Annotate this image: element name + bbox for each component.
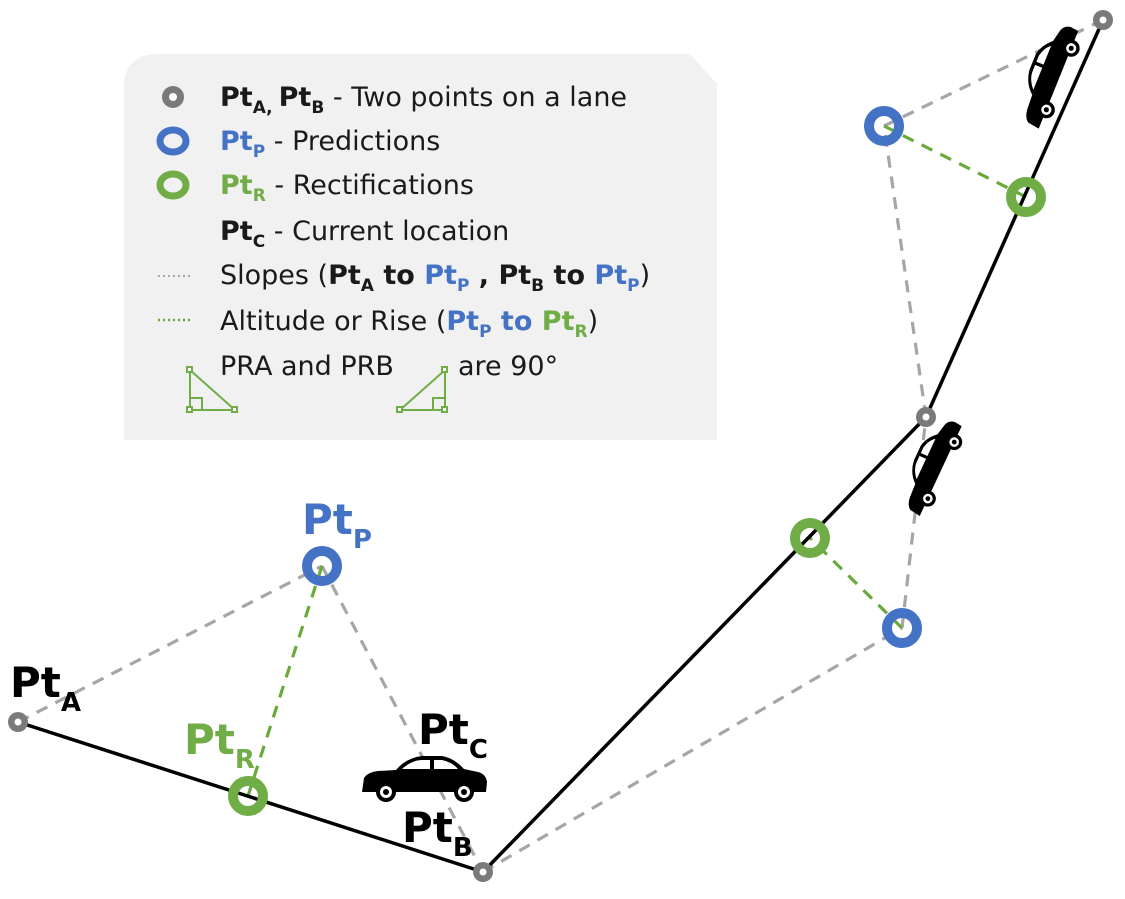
lane-point-icon bbox=[916, 407, 936, 427]
right-triangle-icon bbox=[396, 366, 448, 413]
slope-line bbox=[482, 626, 903, 874]
altitude-line bbox=[246, 565, 324, 797]
rectification-icon bbox=[790, 518, 830, 558]
legend-angle-second: are 90° bbox=[458, 351, 558, 382]
label-pt-c: PtC bbox=[418, 705, 488, 765]
slope-line bbox=[882, 125, 928, 418]
altitude-lines bbox=[246, 124, 1027, 797]
lane-point-icon bbox=[473, 862, 493, 882]
lane-line bbox=[481, 415, 928, 874]
legend-current-location: PtC - Current location bbox=[220, 216, 509, 252]
legend-rectification-icon bbox=[156, 170, 190, 200]
altitude-line bbox=[883, 124, 1027, 199]
label-pt-b: PtB bbox=[402, 803, 473, 863]
legend-angle-first: PRA and PRB bbox=[220, 351, 394, 382]
rectification-icon bbox=[1006, 177, 1046, 217]
legend-rectifications: PtR - Rectifications bbox=[220, 170, 474, 206]
legend-predictions: PtP - Predictions bbox=[220, 126, 440, 162]
altitude-line bbox=[808, 536, 904, 630]
prediction-icon bbox=[864, 106, 904, 146]
prediction-icon bbox=[302, 546, 342, 586]
slope-line bbox=[320, 565, 485, 873]
prediction-icon bbox=[882, 608, 922, 648]
lane-point-icon bbox=[1093, 10, 1113, 30]
label-pt-a: PtA bbox=[10, 658, 81, 718]
legend-slopes: Slopes (PtA to PtP , PtB to PtP) bbox=[220, 260, 650, 296]
label-pt-p: PtP bbox=[302, 495, 372, 555]
car-icon bbox=[893, 413, 970, 520]
rectification-icon bbox=[228, 776, 268, 816]
lane-line bbox=[924, 19, 1105, 418]
legend-lane-point-icon bbox=[162, 86, 184, 108]
slope-line bbox=[17, 564, 323, 724]
car-icon bbox=[1010, 18, 1087, 132]
legend-altitude: Altitude or Rise (PtP to PtR) bbox=[220, 306, 598, 342]
lane-lines bbox=[17, 19, 1105, 874]
lane-point-icon bbox=[8, 712, 28, 732]
legend-background bbox=[124, 54, 717, 440]
label-pt-r: PtR bbox=[184, 715, 255, 775]
right-triangle-icon bbox=[186, 366, 238, 413]
legend-prediction-icon bbox=[156, 126, 190, 156]
lane-line bbox=[17, 720, 484, 874]
legend-lane-points: PtA,PtB - Two points on a lane bbox=[220, 82, 627, 118]
